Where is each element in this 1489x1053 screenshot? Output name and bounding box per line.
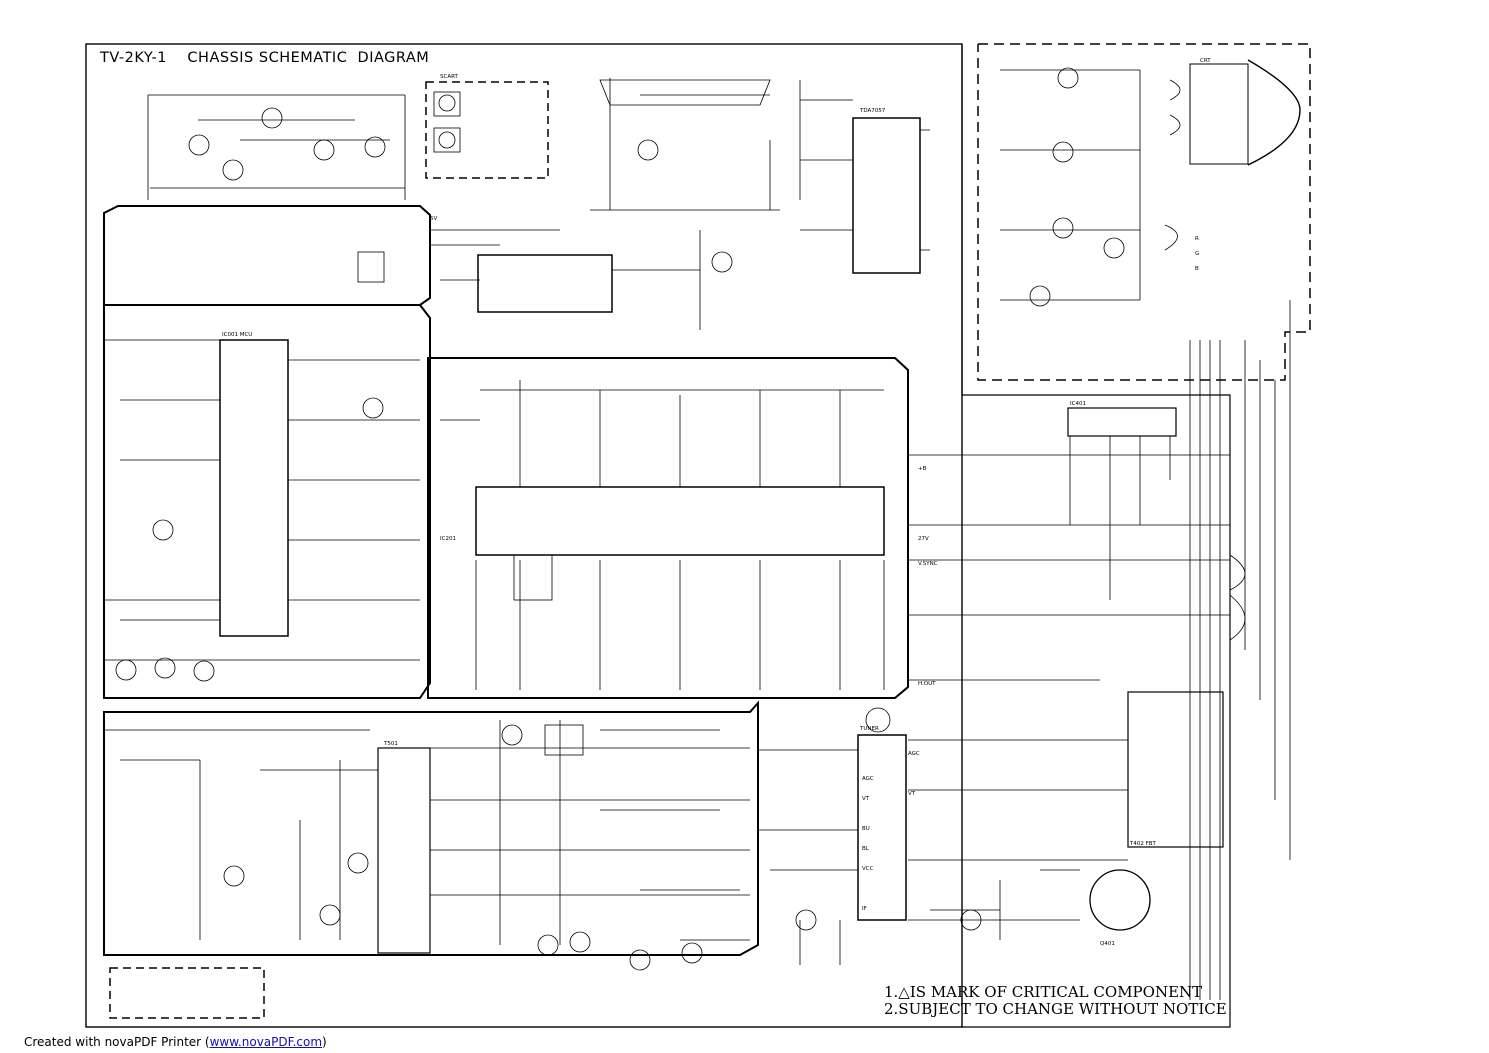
audio-ic (852, 117, 921, 274)
svg-text:VT: VT (908, 791, 916, 797)
svg-text:R: R (1195, 236, 1199, 242)
model-number: TV-2KY-1 (100, 50, 167, 66)
svg-text:27V: 27V (918, 536, 929, 542)
diagram-title: TV-2KY-1 CHASSIS SCHEMATIC DIAGRAM (100, 50, 429, 66)
av-jack-board (425, 81, 549, 179)
svg-text:SCART: SCART (440, 74, 459, 80)
flyback-box (1127, 691, 1224, 848)
footer-suffix: ) (322, 1035, 327, 1049)
tuner-box (857, 734, 907, 921)
svg-text:IF: IF (862, 906, 867, 912)
mains-switch-board (109, 967, 265, 1019)
mcu-ic (219, 339, 289, 637)
notes-block: 1.△IS MARK OF CRITICAL COMPONENT 2.SUBJE… (884, 984, 1227, 1018)
svg-text:T402 FBT: T402 FBT (1129, 841, 1157, 847)
svg-text:Q401: Q401 (1100, 941, 1115, 947)
svg-text:TDA7057: TDA7057 (859, 108, 886, 114)
ic-block-upper (477, 254, 613, 313)
crt-board-outline (977, 43, 1311, 381)
svg-text:BL: BL (862, 846, 870, 852)
svg-text:VCC: VCC (862, 866, 874, 872)
svg-text:IC001 MCU: IC001 MCU (222, 332, 252, 338)
footer-link[interactable]: www.novaPDF.com (209, 1035, 323, 1049)
decoder-block (427, 357, 909, 699)
svg-text:5V: 5V (430, 216, 437, 222)
mcu-block (103, 304, 431, 699)
svg-text:+B: +B (918, 466, 927, 472)
svg-text:H.OUT: H.OUT (918, 681, 936, 687)
note-critical-component: 1.△IS MARK OF CRITICAL COMPONENT (884, 983, 1203, 1001)
svg-text:BU: BU (862, 826, 870, 832)
title-label: CHASSIS SCHEMATIC DIAGRAM (187, 50, 430, 66)
svg-text:VT: VT (862, 796, 870, 802)
svg-text:T501: T501 (383, 741, 398, 747)
transformer-box (377, 747, 431, 954)
svg-text:AGC: AGC (862, 776, 874, 782)
decoder-ic (475, 486, 885, 556)
footer: Created with novaPDF Printer (www.novaPD… (24, 1035, 327, 1049)
regulator-box (1067, 407, 1177, 437)
right-frame (961, 44, 1231, 1028)
svg-text:IC201: IC201 (440, 536, 456, 542)
svg-text:AGC: AGC (908, 751, 920, 757)
note-subject-to-change: 2.SUBJECT TO CHANGE WITHOUT NOTICE (884, 1000, 1227, 1018)
svg-text:G: G (1195, 251, 1199, 257)
main-frame (85, 43, 963, 1028)
keyboard-block (103, 205, 431, 306)
svg-text:TUNER: TUNER (859, 726, 879, 732)
crt-neck (1247, 59, 1301, 166)
svg-text:B: B (1195, 266, 1199, 272)
footer-prefix: Created with novaPDF Printer ( (24, 1035, 210, 1049)
svg-text:V.SYNC: V.SYNC (918, 561, 938, 567)
svg-text:CRT: CRT (1200, 58, 1211, 64)
power-block (103, 700, 759, 956)
svg-text:IC401: IC401 (1070, 401, 1086, 407)
